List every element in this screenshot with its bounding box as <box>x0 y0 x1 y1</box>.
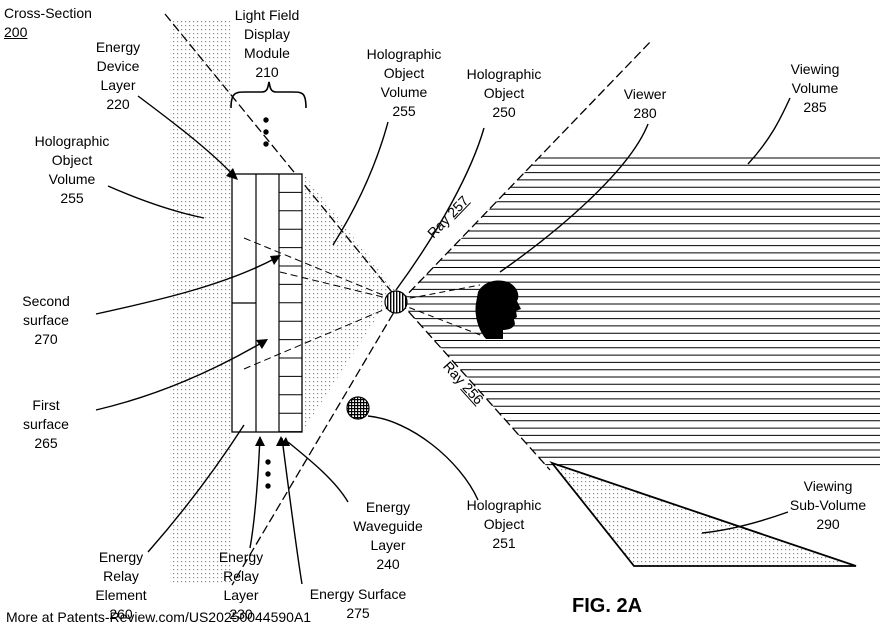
figure-title: FIG. 2A <box>572 595 643 617</box>
hvl-line1: Holographic <box>34 133 110 149</box>
label-light-field-module: Light Field Display Module 210 <box>222 6 312 82</box>
rl-line2: Relay <box>223 568 259 584</box>
vsv-num: 290 <box>816 516 840 532</box>
ho250-line2: Object <box>483 85 525 101</box>
wg-line3: Layer <box>370 537 406 553</box>
holographic-object-251 <box>346 396 370 420</box>
ho250-num: 250 <box>492 104 516 120</box>
fs-line2: surface <box>23 416 69 432</box>
rl-line3: Layer <box>223 587 259 603</box>
internal-rays <box>243 237 396 370</box>
label-viewing-volume: Viewing Volume 285 <box>770 60 860 117</box>
es-line1: Energy Surface <box>309 586 407 602</box>
cross-section-text: Cross-Section <box>4 5 92 21</box>
label-viewer: Viewer 280 <box>610 85 680 123</box>
viewer-line1: Viewer <box>623 86 667 102</box>
viewer-num: 280 <box>633 105 657 121</box>
label-second-surface: Second surface 270 <box>8 292 84 349</box>
wg-line2: Waveguide <box>353 518 423 534</box>
fs-num: 265 <box>34 435 58 451</box>
ray-boundaries <box>164 13 653 586</box>
ss-line1: Second <box>22 293 70 309</box>
rl-line1: Energy <box>218 549 264 565</box>
re-line2: Relay <box>103 568 139 584</box>
wg-line1: Energy <box>365 499 411 515</box>
ho250-line1: Holographic <box>466 66 542 82</box>
es-num: 275 <box>346 605 370 621</box>
label-holo-object-251: Holographic Object 251 <box>456 496 552 553</box>
viewing-subvolume <box>549 461 857 567</box>
label-relay-element: Energy Relay Element 260 <box>86 548 156 624</box>
label-cross-section: Cross-Section 200 <box>4 4 92 42</box>
lfm-line3: Module <box>244 45 290 61</box>
label-first-surface: First surface 265 <box>8 396 84 453</box>
vsv-line2: Sub-Volume <box>789 497 867 513</box>
label-waveguide-layer: Energy Waveguide Layer 240 <box>340 498 436 574</box>
ss-line2: surface <box>23 312 69 328</box>
viewer-rays <box>399 284 489 339</box>
label-holo-volume-left: Holographic Object Volume 255 <box>24 132 120 208</box>
cross-section-num: 200 <box>4 24 28 40</box>
fs-line1: First <box>32 397 60 413</box>
hvl-line3: Volume <box>48 171 96 187</box>
waveguide-cells <box>279 191 302 433</box>
vv-num: 285 <box>803 99 827 115</box>
vsv-line1: Viewing <box>803 478 853 494</box>
re-num: 260 <box>109 606 133 622</box>
hvl-line2: Object <box>51 152 93 168</box>
ss-num: 270 <box>34 331 58 347</box>
label-viewing-subvolume: Viewing Sub-Volume 290 <box>780 477 876 534</box>
label-energy-device-layer: Energy Device Layer 220 <box>82 38 154 114</box>
re-line3: Element <box>95 587 147 603</box>
hvt-line3: Volume <box>380 84 428 100</box>
label-holo-object-250: Holographic Object 250 <box>456 65 552 122</box>
edl-line3: Layer <box>100 77 136 93</box>
leader-lines <box>95 95 791 585</box>
label-holo-volume-top: Holographic Object Volume 255 <box>356 45 452 121</box>
edl-line2: Device <box>96 58 140 74</box>
vv-line2: Volume <box>791 80 839 96</box>
label-relay-layer: Energy Relay Layer 230 <box>206 548 276 624</box>
holographic-volume-front <box>302 172 395 432</box>
lfm-line1: Light Field <box>234 7 300 23</box>
holographic-object-250 <box>384 290 408 314</box>
hvl-num: 255 <box>60 190 84 206</box>
edl-line1: Energy <box>95 39 141 55</box>
ho251-line2: Object <box>483 516 525 532</box>
holographic-volume-left <box>170 20 232 585</box>
edl-num: 220 <box>106 96 130 112</box>
hvt-line2: Object <box>383 65 425 81</box>
label-energy-surface: Energy Surface 275 <box>296 585 420 623</box>
ho251-line1: Holographic <box>466 497 542 513</box>
vv-line1: Viewing <box>790 61 840 77</box>
re-line1: Energy <box>98 549 144 565</box>
lfm-line2: Display <box>244 26 290 42</box>
lfm-num: 210 <box>255 64 279 80</box>
module-bracket <box>230 81 307 109</box>
ho251-num: 251 <box>492 535 516 551</box>
footer-source: More at Patents-Review.com/US20250044590… <box>6 609 312 625</box>
rl-num: 230 <box>229 606 253 622</box>
hvt-num: 255 <box>392 103 416 119</box>
hvt-line1: Holographic <box>366 46 442 62</box>
wg-num: 240 <box>376 556 400 572</box>
viewer-head <box>475 280 521 339</box>
arrowheads <box>226 168 290 446</box>
ellipsis-dots <box>263 117 271 489</box>
